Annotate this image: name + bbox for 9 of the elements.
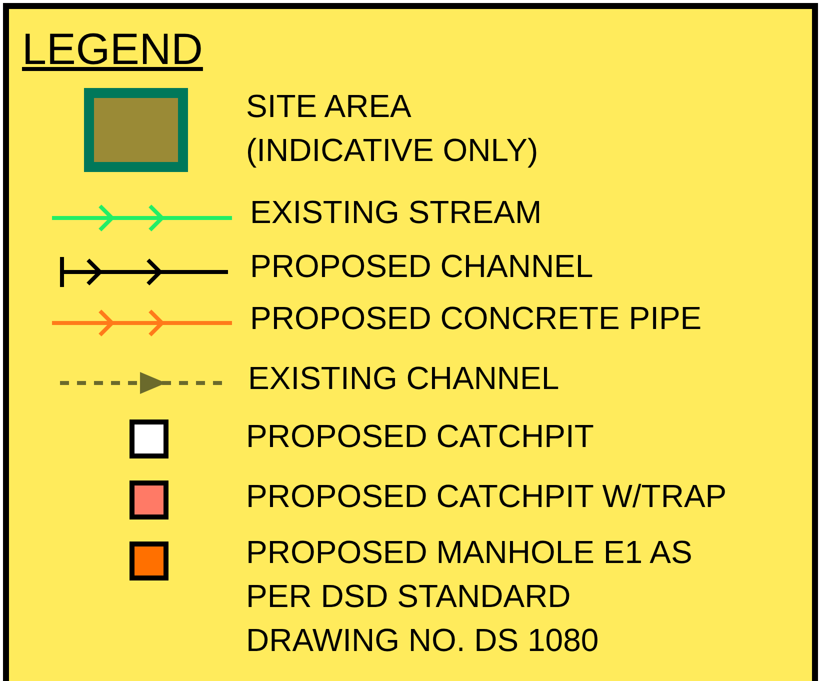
- legend-text: PROPOSED CONCRETE PIPE: [250, 299, 703, 338]
- legend-text: PROPOSED CATCHPIT: [246, 417, 595, 456]
- legend-text: PROPOSED CATCHPIT W/TRAP: [246, 477, 728, 516]
- legend-text: EXISTING STREAM: [250, 193, 543, 232]
- legend-title: LEGEND: [22, 25, 203, 75]
- legend-text: EXISTING CHANNEL: [248, 359, 560, 398]
- legend-text: SITE AREA (INDICATIVE ONLY): [246, 87, 540, 170]
- legend-text: PROPOSED CHANNEL: [250, 247, 594, 286]
- legend-text: PROPOSED MANHOLE E1 AS PER DSD STANDARD DRAWING NO. DS 1080: [246, 533, 694, 660]
